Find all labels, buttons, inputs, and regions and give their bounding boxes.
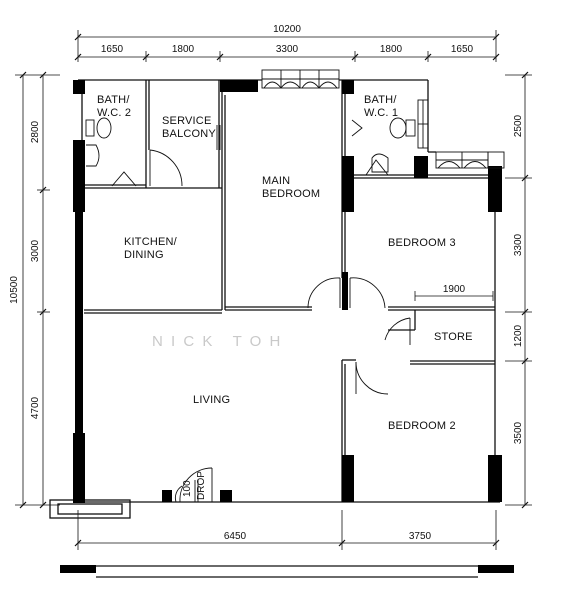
room-label-bath1-line2: W.C. 1 xyxy=(364,107,398,119)
door-label-drop: DROP xyxy=(196,471,207,500)
dim-top-3: 3300 xyxy=(276,44,299,55)
dim-left-1: 2800 xyxy=(30,120,41,143)
dim-bottom-2: 3750 xyxy=(409,531,432,542)
room-label-bath1-line1: BATH/ xyxy=(364,94,397,106)
dim-top-total: 10200 xyxy=(273,24,301,35)
interior-walls xyxy=(49,79,500,519)
bath1-fixtures xyxy=(371,117,416,173)
room-label-service-balcony-line1: SERVICE xyxy=(162,115,212,127)
dim-bottom-1: 6450 xyxy=(224,531,247,542)
dim-left-2: 3000 xyxy=(30,239,41,262)
common-corridor xyxy=(60,565,514,578)
room-label-main-bedroom-line1: MAIN xyxy=(262,175,290,187)
dim-right-2: 3300 xyxy=(513,233,524,256)
room-label-kitchen-line2: DINING xyxy=(124,249,164,261)
dim-left-3: 4700 xyxy=(30,396,41,419)
room-label-bedroom2: BEDROOM 2 xyxy=(388,420,456,432)
dim-left-total: 10500 xyxy=(9,276,20,304)
dimension-ticks xyxy=(19,33,529,547)
room-label-living: LIVING xyxy=(193,394,230,406)
watermark: N I C K T O H xyxy=(152,333,282,350)
window-main-bedroom xyxy=(261,69,340,89)
room-label-store: STORE xyxy=(434,331,473,343)
dim-right-4: 3500 xyxy=(513,421,524,444)
door-label-100: 100 xyxy=(182,480,193,497)
dim-top-2: 1800 xyxy=(172,44,195,55)
room-label-service-balcony-line2: BALCONY xyxy=(162,128,216,140)
room-label-bath2-line1: BATH/ xyxy=(97,94,130,106)
dim-right-1: 2500 xyxy=(513,114,524,137)
window-service-balcony xyxy=(216,125,221,150)
room-label-kitchen-line1: KITCHEN/ xyxy=(124,236,178,248)
room-label-bath2-line2: W.C. 2 xyxy=(97,107,131,119)
dim-store-width: 1900 xyxy=(443,284,466,295)
dim-top-4: 1800 xyxy=(380,44,403,55)
room-label-main-bedroom-line2: BEDROOM xyxy=(262,188,320,200)
entrance-door-marks xyxy=(194,480,199,502)
bath2-fixtures xyxy=(85,117,112,167)
doors xyxy=(111,119,411,503)
window-bath1 xyxy=(417,99,429,149)
dim-top-5: 1650 xyxy=(451,44,474,55)
window-bedroom3 xyxy=(435,151,505,169)
room-label-bedroom3: BEDROOM 3 xyxy=(388,237,456,249)
dim-right-3: 1200 xyxy=(513,324,524,347)
dim-top-1: 1650 xyxy=(101,44,124,55)
structural-columns xyxy=(73,80,502,503)
